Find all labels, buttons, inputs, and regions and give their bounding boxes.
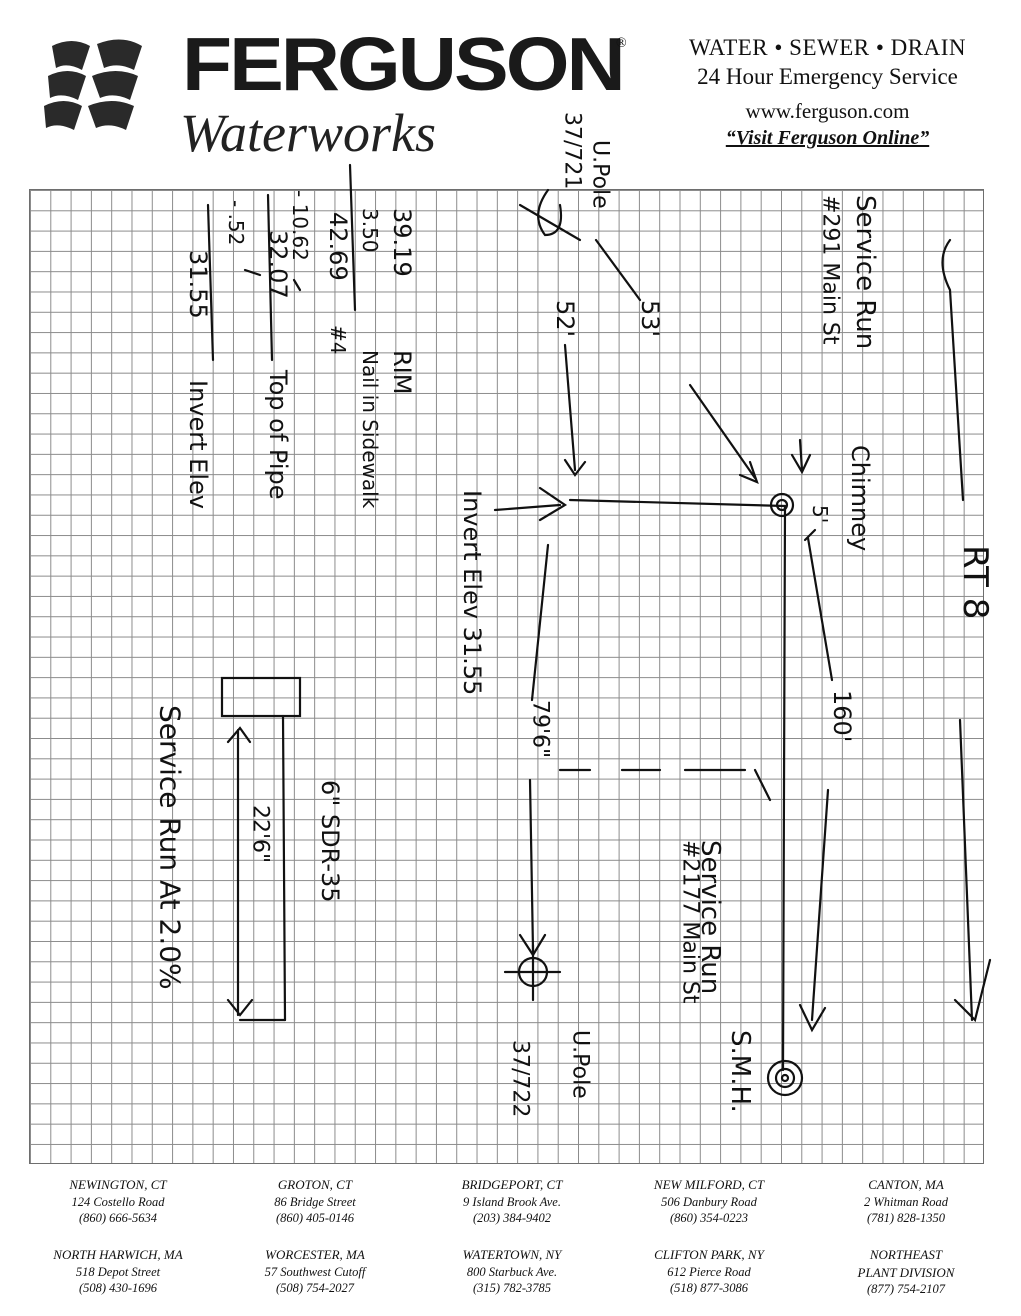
pipe-length: 22'6" xyxy=(248,805,273,863)
calc-row5-note: Top of Pipe xyxy=(264,369,292,500)
rt8-label: RT 8 xyxy=(955,545,995,619)
chimney-manhole xyxy=(769,492,795,518)
calc-row1-note: RIM xyxy=(388,350,416,394)
invert-elev-label: Invert Elev 31.55 xyxy=(458,490,486,695)
branch-city: NEW MILFORD, CT xyxy=(653,1177,765,1192)
pole-top-label: U.Pole xyxy=(588,140,613,209)
branch-street: 800 Starbuck Ave. xyxy=(466,1264,558,1279)
ferguson-mark-icon xyxy=(44,39,142,130)
ferguson-logo: FERGUSON ® Waterworks xyxy=(42,23,642,165)
branch-city: CANTON, MA xyxy=(868,1177,944,1192)
tagline: WATER • SEWER • DRAIN xyxy=(688,35,967,60)
header-contact: WATER • SEWER • DRAIN 24 Hour Emergency … xyxy=(655,34,1000,151)
branch-phone: (781) 828-1350 xyxy=(866,1211,946,1226)
graph-paper xyxy=(29,189,984,1164)
calc-row1: 39.19 xyxy=(388,208,416,277)
branch-phone: (508) 754-2027 xyxy=(275,1281,355,1296)
branch-newington: NEWINGTON, CT 124 Costello Road (860) 66… xyxy=(20,1176,216,1227)
branch-phone: (860) 405-0146 xyxy=(275,1211,355,1226)
dist-52: 52' xyxy=(551,300,579,337)
service-top-label: Service Run xyxy=(850,195,880,349)
branch-northeast-plant: NORTHEAST PLANT DIVISION (877) 754-2107 xyxy=(808,1246,1004,1298)
branch-phone: (860) 666-5634 xyxy=(78,1211,158,1226)
branch-phone: (877) 754-2107 xyxy=(866,1282,946,1297)
branch-phone: (315) 782-3785 xyxy=(472,1281,552,1296)
service-top-address: #291 Main St xyxy=(818,195,843,345)
branch-worcester: WORCESTER, MA 57 Southwest Cutoff (508) … xyxy=(217,1246,413,1297)
sewer-main xyxy=(781,504,787,1072)
branch-north-harwich: NORTH HARWICH, MA 518 Depot Street (508)… xyxy=(20,1246,216,1297)
branch-street: PLANT DIVISION xyxy=(857,1264,955,1280)
branch-phone: (203) 384-9402 xyxy=(472,1211,552,1226)
calc-row4: - 10.62 xyxy=(288,190,312,261)
calc-row2-note: Nail in Sidewalk xyxy=(358,350,382,509)
branch-groton: GROTON, CT 86 Bridge Street (860) 405-01… xyxy=(217,1176,413,1227)
branch-street: 518 Depot Street xyxy=(75,1264,161,1279)
brand-name: FERGUSON xyxy=(182,22,626,107)
pole-top-number: 37/721 xyxy=(560,112,585,189)
branch-bridgeport: BRIDGEPORT, CT 9 Island Brook Ave. (203)… xyxy=(414,1176,610,1227)
branch-clifton-park: CLIFTON PARK, NY 612 Pierce Road (518) 8… xyxy=(611,1246,807,1297)
sub-brand: Waterworks xyxy=(180,103,437,163)
utility-pole-top xyxy=(537,188,563,237)
branch-street: 506 Danbury Road xyxy=(661,1194,757,1209)
smh-manhole xyxy=(766,1059,804,1097)
branch-list: NEWINGTON, CT 124 Costello Road (860) 66… xyxy=(20,1176,1005,1308)
calc-row2: 3.50 xyxy=(358,208,382,253)
calc-row5: 32.07 xyxy=(264,230,292,299)
service-run-at: Service Run At 2.0% xyxy=(154,705,187,990)
branch-street: 2 Whitman Road xyxy=(863,1194,949,1209)
branch-city: NORTH HARWICH, MA xyxy=(53,1247,183,1262)
branch-street: 124 Costello Road xyxy=(71,1194,165,1209)
service-bottom-label: Service Run xyxy=(695,840,725,994)
branch-city: BRIDGEPORT, CT xyxy=(461,1177,563,1192)
calc-row7: 31.55 xyxy=(184,250,212,319)
smh-label: S.M.H. xyxy=(725,1030,755,1113)
branch-street: 612 Pierce Road xyxy=(667,1264,751,1279)
calc-row3: 42.69 xyxy=(324,212,352,281)
branch-city: NEWINGTON, CT xyxy=(69,1177,167,1192)
branch-street: 57 Southwest Cutoff xyxy=(264,1264,366,1279)
pole-bottom-label: U.Pole xyxy=(568,1030,593,1099)
branch-watertown: WATERTOWN, NY 800 Starbuck Ave. (315) 78… xyxy=(414,1246,610,1297)
chimney-label: Chimney xyxy=(846,445,874,551)
chimney-dist: 5' xyxy=(808,505,832,523)
branch-city: WATERTOWN, NY xyxy=(462,1247,562,1262)
calc-row7-note: Invert Elev xyxy=(184,380,212,509)
branch-phone: (518) 877-3086 xyxy=(669,1281,749,1296)
service-line-horizontal xyxy=(568,498,787,508)
branch-city: WORCESTER, MA xyxy=(265,1247,365,1262)
calc-row3-note: #4 xyxy=(326,325,350,354)
branch-canton: CANTON, MA 2 Whitman Road (781) 828-1350 xyxy=(808,1176,1004,1227)
branch-phone: (860) 354-0223 xyxy=(669,1211,749,1226)
registered-mark: ® xyxy=(616,36,627,51)
branch-city: GROTON, CT xyxy=(277,1177,353,1192)
branch-city: NORTHEAST xyxy=(869,1247,943,1262)
service-bottom-address: #2177 Main St xyxy=(678,840,703,1004)
branch-street: 9 Island Brook Ave. xyxy=(463,1194,561,1209)
emergency-service: 24 Hour Emergency Service xyxy=(697,63,958,89)
dist-53: 53' xyxy=(636,300,664,337)
branch-phone: (508) 430-1696 xyxy=(78,1281,158,1296)
pole-bottom-number: 37/722 xyxy=(508,1040,533,1117)
website-link[interactable]: www.ferguson.com xyxy=(745,98,910,123)
dist-160: 160' xyxy=(828,690,856,742)
branch-city: CLIFTON PARK, NY xyxy=(654,1247,764,1262)
branch-street: 86 Bridge Street xyxy=(274,1194,356,1209)
grid-lines xyxy=(29,189,984,1164)
pipe-section-box xyxy=(220,676,302,718)
calc-row6: - .52 xyxy=(224,200,248,245)
dist-79: 79'6" xyxy=(528,700,553,758)
pipe-spec: 6" SDR-35 xyxy=(316,780,344,903)
branch-new-milford: NEW MILFORD, CT 506 Danbury Road (860) 3… xyxy=(611,1176,807,1227)
visit-online-link[interactable]: “Visit Ferguson Online” xyxy=(725,126,930,149)
